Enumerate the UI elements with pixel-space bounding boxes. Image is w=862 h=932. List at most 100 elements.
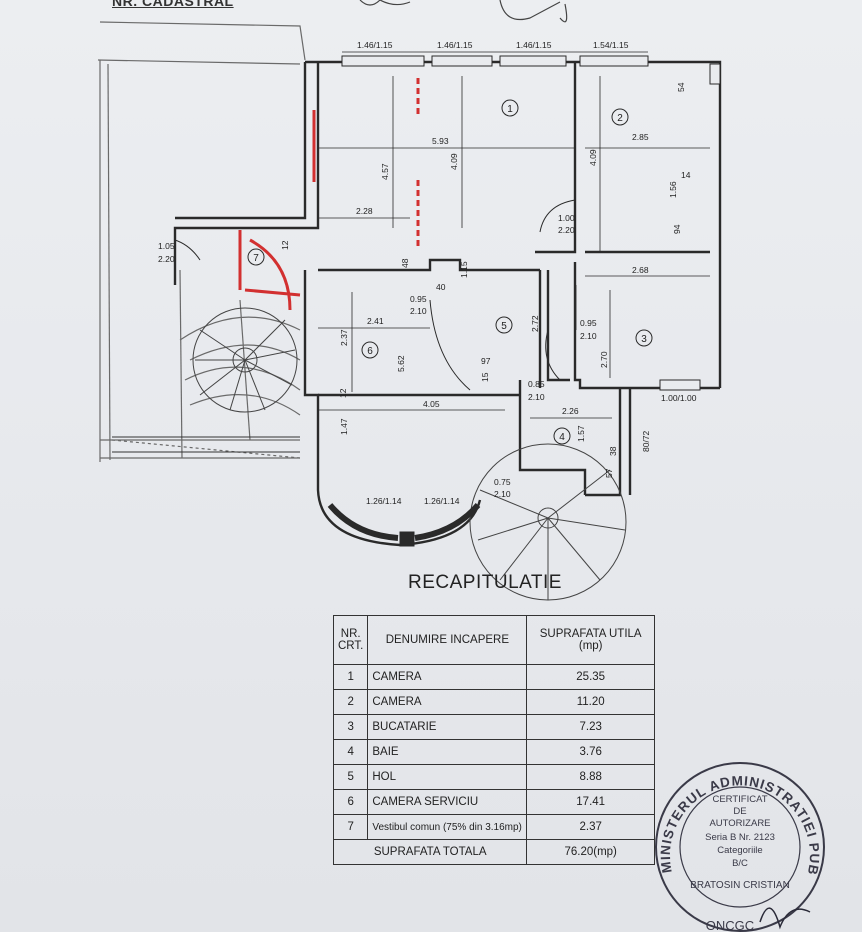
row-area: 2.37 (526, 814, 655, 840)
stamp-center-text: CERTIFICAT DE AUTORIZARE Seria B Nr. 212… (690, 794, 790, 932)
dim-room6-d: 12 (338, 388, 348, 398)
dim-door-5: 0.95 (410, 294, 427, 304)
dim-door-stair-b: 2.10 (494, 489, 511, 499)
signature-scribble (359, 0, 568, 23)
red-markers (238, 78, 420, 311)
dim-door-3b: 2.10 (580, 331, 597, 341)
walls (173, 60, 722, 547)
dim-door-5b: 2.10 (410, 306, 427, 316)
stamp-line-5: Categoriile (717, 845, 762, 856)
dim-window-arc-2: 1.26/1.14 (424, 496, 460, 506)
row-name: CAMERA SERVICIU (367, 789, 528, 815)
dim-door-7b: 2.20 (158, 254, 175, 264)
room-number-3: 3 (641, 334, 647, 345)
row-nr: 4 (332, 739, 369, 765)
window-marks (341, 55, 721, 391)
door-arcs (174, 199, 576, 391)
dim-room2-d: 94 (672, 224, 682, 234)
stamp-signature (759, 907, 811, 930)
total-value: 76.20(mp) (526, 839, 655, 865)
row-nr: 2 (332, 689, 369, 715)
row-nr: 7 (332, 814, 369, 840)
stair-left (192, 307, 298, 413)
dim-room3-height: 2.70 (599, 351, 609, 368)
dim-room6-f: 4.05 (423, 399, 440, 409)
dim-room6-a: 2.41 (367, 316, 384, 326)
dim-room2-a: 14 (681, 170, 691, 180)
stamp-line-4: Seria B Nr. 2123 (705, 832, 775, 843)
row-nr: 5 (332, 764, 369, 790)
dim-window-room3: 1.00/1.00 (661, 393, 697, 403)
dim-window-3: 1.46/1.15 (516, 40, 552, 50)
row-area: 25.35 (526, 664, 655, 690)
room-number-4: 4 (559, 432, 565, 443)
authorization-stamp: MINISTERUL ADMINISTRATIEI PUBLICE CERTIF… (650, 752, 825, 932)
dim-room4-width: 2.26 (562, 406, 579, 416)
table-header-row: NR. CRT. DENUMIRE INCAPERE SUPRAFATA UTI… (332, 615, 655, 665)
room-number-7: 7 (253, 253, 259, 264)
dim-door-1: 1.00 (558, 213, 575, 223)
row-name: CAMERA (367, 689, 528, 715)
dim-window-4: 1.54/1.15 (593, 40, 629, 50)
dim-room4-height: 1.57 (576, 425, 586, 442)
dim-window-1: 1.46/1.15 (357, 40, 393, 50)
dim-room5-b: 40 (436, 282, 446, 292)
row-nr: 1 (332, 664, 369, 690)
table-total-row: SUPRAFATA TOTALA 76.20(mp) (332, 839, 655, 865)
dim-room1-width: 5.93 (432, 136, 449, 146)
dimension-lines (318, 51, 710, 419)
row-nr: 6 (332, 789, 369, 815)
dim-room5-d: 97 (481, 356, 491, 366)
recap-table: NR. CRT. DENUMIRE INCAPERE SUPRAFATA UTI… (332, 615, 655, 865)
dim-room1-height-a: 4.57 (380, 163, 390, 180)
room-number-5: 5 (501, 321, 507, 332)
stamp-line-1: CERTIFICAT (712, 794, 767, 805)
arc-windows (327, 503, 481, 547)
dim-room7-a: 48 (400, 258, 410, 268)
dim-room6-e: 1.47 (339, 418, 349, 435)
row-area: 7.23 (526, 714, 655, 740)
dim-window-2: 1.46/1.15 (437, 40, 473, 50)
dim-door-stair: 0.75 (494, 477, 511, 487)
dim-door-4: 0.85 (528, 379, 545, 389)
dim-room1-sub: 2.28 (356, 206, 373, 216)
room-number-2: 2 (617, 113, 623, 124)
dim-door-3: 0.95 (580, 318, 597, 328)
dim-room2-b: 1.56 (668, 181, 678, 198)
dim-room5-e: 15 (480, 372, 490, 382)
cadastral-label: NR. CADASTRAL (112, 0, 234, 9)
dim-door-1b: 2.20 (558, 225, 575, 235)
row-area: 17.41 (526, 789, 655, 815)
dim-room2-height: 4.09 (588, 149, 598, 166)
dim-door-7: 1.05 (158, 241, 175, 251)
room-number-1: 1 (507, 104, 513, 115)
dim-window-arc-1: 1.26/1.14 (366, 496, 402, 506)
stamp-line-2: DE (733, 806, 746, 817)
room-number-6: 6 (367, 346, 373, 357)
row-area: 8.88 (526, 764, 655, 790)
stamp-line-3: AUTORIZARE (709, 818, 770, 829)
room-numbers: 1 2 3 4 5 6 7 (253, 104, 647, 443)
dim-room5-c: 2.72 (530, 315, 540, 332)
recap-title: RECAPITULATIE (408, 572, 562, 593)
header-nr: NR. CRT. (332, 615, 369, 665)
stamp-line-6: B/C (732, 858, 748, 869)
dim-door-4b: 2.10 (528, 392, 545, 402)
row-name: BAIE (367, 739, 528, 765)
pencil-sketch (97, 21, 306, 462)
dim-room4-b: 57 (604, 468, 614, 478)
dimension-labels: 1.46/1.15 1.46/1.15 1.46/1.15 1.54/1.15 … (158, 40, 697, 506)
dim-room5-a: 1.15 (459, 261, 469, 278)
header-area: SUPRAFATA UTILA (mp) (526, 615, 655, 665)
total-label: SUPRAFATA TOTALA (332, 839, 528, 865)
table-row: 7 Vestibul comun (75% din 3.16mp) 2.37 (332, 814, 655, 840)
row-name: HOL (367, 764, 528, 790)
table-row: 1 CAMERA 25.35 (332, 664, 655, 690)
row-name: BUCATARIE (367, 714, 528, 740)
row-nr: 3 (332, 714, 369, 740)
dim-room2-c: 54 (676, 82, 686, 92)
row-name: CAMERA (367, 664, 528, 690)
dim-room6-b: 2.37 (339, 329, 349, 346)
